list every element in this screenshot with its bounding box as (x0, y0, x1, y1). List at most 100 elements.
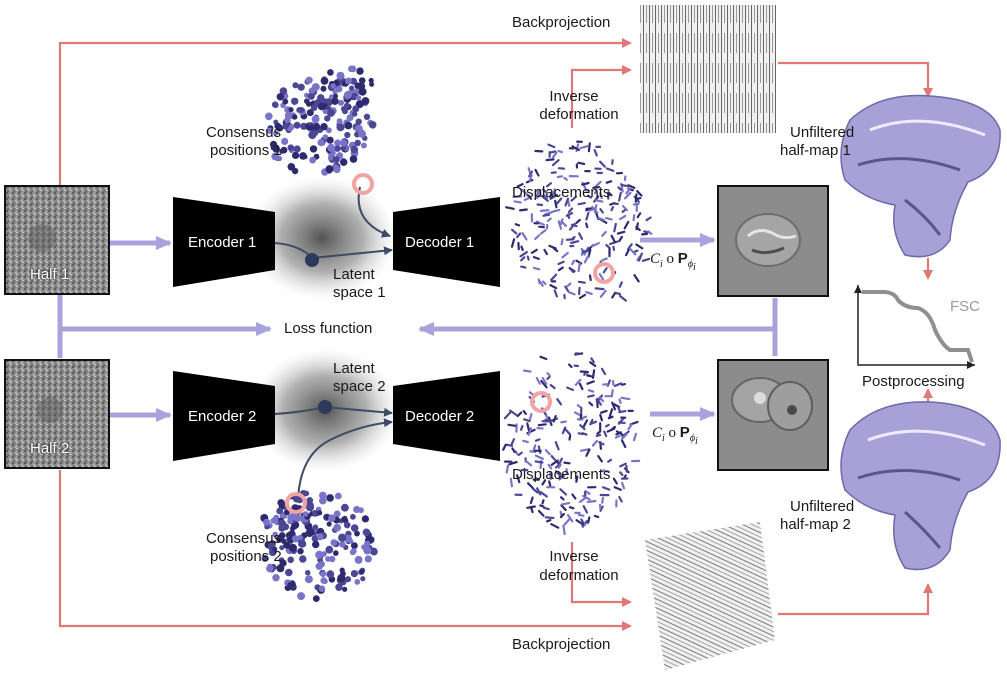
consensus-1-point (310, 145, 317, 152)
displacements-2-vector (614, 479, 617, 484)
displacements-2-vector (580, 498, 585, 502)
displacements-1-vector (555, 290, 557, 296)
displacements-bottom-label: Displacements (512, 466, 610, 484)
displacements-1-vector (590, 209, 595, 211)
unfiltered-2-label-1: Unfiltered (790, 498, 854, 516)
decoder-1-label: Decoder 1 (405, 234, 474, 252)
consensus-2-label-2: positions 2 (210, 548, 282, 566)
consensus-1-point (369, 121, 377, 129)
consensus-2-point (341, 504, 349, 512)
consensus-2-point (363, 529, 371, 537)
projection-2-image (718, 360, 828, 470)
consensus-2-point (272, 574, 279, 581)
consensus-1b-point (356, 67, 363, 74)
displacements-2-vector (544, 508, 549, 509)
consensus-2-point (305, 570, 310, 575)
displacements-1-vector (541, 230, 545, 233)
displacements-1-vector (580, 295, 585, 298)
consensus-2-point (335, 493, 342, 500)
consensus-1b-point (317, 94, 324, 101)
displacements-1-vector (567, 213, 572, 216)
consensus-2-point (319, 561, 325, 567)
displacements-2-vector (572, 495, 575, 499)
displacements-2-vector (609, 417, 613, 418)
displacements-1-vector (579, 233, 582, 239)
displacements-1-vector (639, 254, 642, 261)
displacements-2-vector (591, 358, 593, 362)
displacements-2-vector (604, 432, 606, 437)
displacements-2-vector (531, 498, 533, 504)
displacements-1-vector (549, 145, 555, 148)
displacements-2-vector (584, 506, 587, 512)
displacements-2-vector (614, 404, 619, 407)
consensus-2b-point (271, 518, 277, 524)
consensus-2-point (285, 569, 293, 577)
displacements-2-vector (598, 456, 602, 461)
consensus-1-point (272, 101, 278, 107)
consensus-2-point (307, 497, 314, 504)
consensus-2-point (339, 541, 345, 547)
displacements-1-vector (602, 232, 606, 236)
consensus-1b-point (362, 97, 370, 105)
consensus-2-label-1: Consensus (206, 530, 281, 548)
displacements-1-vector (548, 219, 551, 221)
displacements-1-vector (620, 282, 622, 286)
halves-to-loss-arrow (60, 295, 270, 358)
consensus-2-point (317, 510, 322, 515)
displacements-2-vector (622, 398, 630, 399)
displacements-1-vector (563, 253, 568, 257)
consensus-2-point (297, 592, 305, 600)
displacements-1-vector (614, 224, 616, 231)
consensus-1-point (306, 77, 313, 84)
displacements-1-vector (589, 143, 590, 151)
displacements-1-vector (637, 191, 641, 195)
consensus-1-point (323, 134, 328, 139)
consensus-1-point (291, 98, 298, 105)
displacements-2-vector (566, 430, 570, 435)
unfiltered-1-label-1: Unfiltered (790, 124, 854, 142)
displacements-1-vector (562, 239, 563, 244)
consensus-1b-point (344, 91, 352, 99)
displacements-1-vector (600, 209, 602, 212)
displacements-2-vector (606, 425, 609, 426)
consensus-1-point (309, 125, 315, 131)
displacements-1-vector (647, 218, 651, 221)
displacements-1-vector (612, 236, 615, 242)
consensus-2-point (337, 574, 345, 582)
displacements-1-vector (579, 288, 580, 294)
displacements-2-vector (537, 378, 540, 384)
consensus-2-point (335, 584, 342, 591)
displacements-1-vector (569, 209, 572, 213)
displacements-2-vector (608, 429, 615, 432)
displacements-2-vector (588, 395, 594, 396)
displacements-1-vector (601, 291, 606, 297)
consensus-2b-point (307, 528, 315, 536)
to-halfmap2-arrow (778, 585, 928, 614)
displacements-2-vector (620, 400, 621, 403)
encoder-2-label: Encoder 2 (188, 408, 256, 426)
consensus-1-point (289, 107, 294, 112)
displacements-1-vector (602, 259, 607, 261)
displacements-1-vector (521, 267, 525, 268)
consensus-1b-point (327, 109, 335, 117)
displacements-2-vector (615, 383, 621, 386)
displacements-2-vector (588, 517, 589, 522)
consensus-2-point (338, 534, 346, 542)
displacements-1-vector (607, 169, 613, 171)
displacements-2-vector (588, 501, 596, 502)
displacements-1-vector (567, 284, 570, 287)
unfiltered-1-label-2: half-map 1 (780, 142, 851, 160)
fsc-label: FSC (950, 298, 980, 316)
consensus-1-point (294, 122, 301, 129)
consensus-1-point (294, 145, 301, 152)
consensus-2-point (342, 587, 347, 592)
displacements-1-vector (596, 288, 604, 289)
consensus-1-point (326, 165, 334, 173)
displacements-1-vector (569, 292, 574, 294)
consensus-1b-point (327, 69, 334, 76)
displacements-1-vector (625, 177, 626, 181)
displacements-2-vector (547, 373, 549, 375)
displacements-2-vector (602, 369, 605, 374)
displacements-2-vector (600, 397, 603, 401)
displacements-1-vector (579, 282, 585, 283)
